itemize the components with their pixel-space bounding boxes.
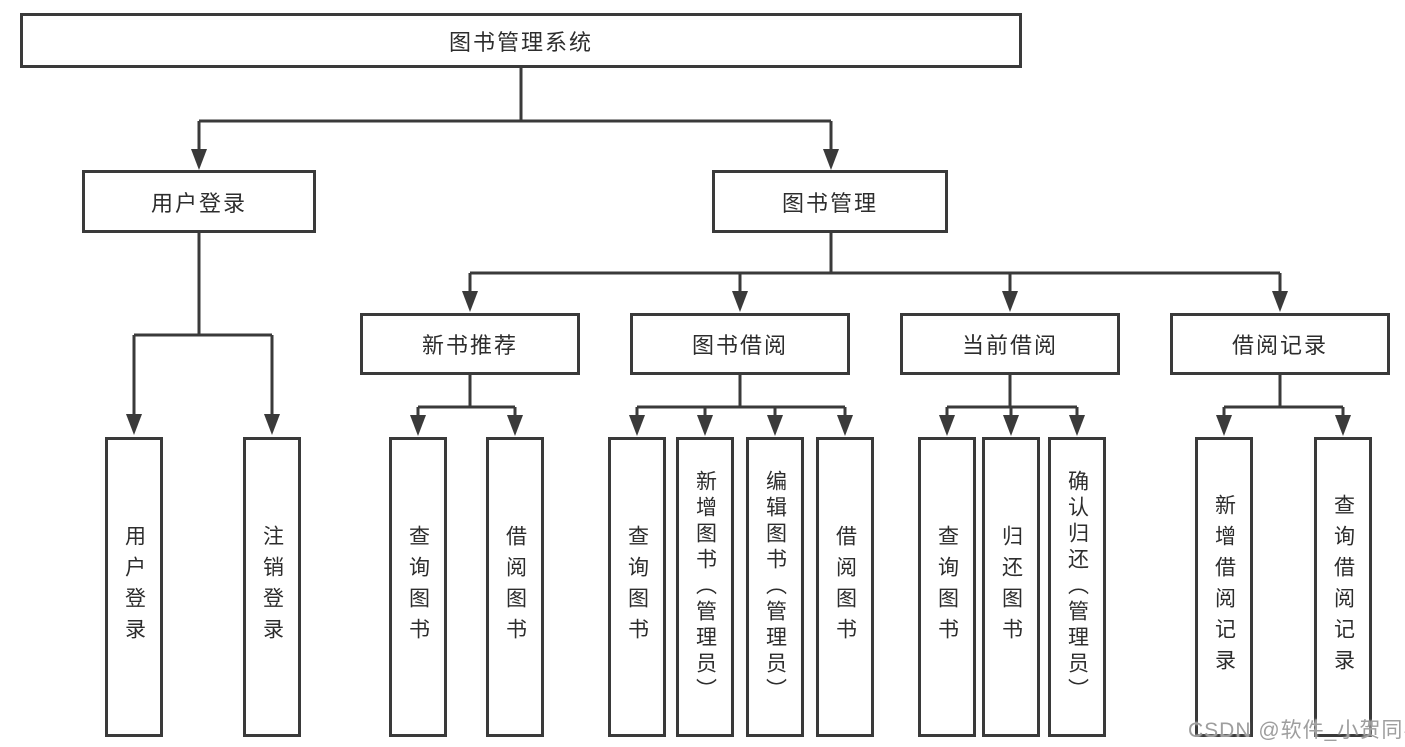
node-current-borrow: 当前借阅 <box>900 313 1120 375</box>
node-root-label: 图书管理系统 <box>448 29 593 55</box>
leaf-record-query-borrow-record: 查询借阅记录 <box>1314 437 1372 737</box>
leaf-newbook-query-book: 查询图书 <box>389 437 447 737</box>
node-user-login: 用户登录 <box>82 170 316 233</box>
leaf-current-query-book: 查询图书 <box>918 437 976 737</box>
node-new-book-recommend: 新书推荐 <box>360 313 580 375</box>
node-borrow-record-label: 借阅记录 <box>1231 333 1328 358</box>
leaf-record-add-borrow-record: 新增借阅记录 <box>1195 437 1253 737</box>
node-current-borrow-label: 当前借阅 <box>961 333 1058 358</box>
connector-root <box>191 68 839 170</box>
leaf-current-return-book: 归还图书 <box>982 437 1040 737</box>
connector-borrow-record <box>1216 375 1351 436</box>
connector-user-login <box>126 233 280 435</box>
connector-book-management <box>462 233 1288 312</box>
leaf-login-logout: 注销登录 <box>243 437 301 737</box>
node-book-management-label: 图书管理 <box>781 190 878 216</box>
leaf-borrow-add-book-admin: 新增图书（管理员） <box>676 437 734 737</box>
leaf-borrow-borrow-book: 借阅图书 <box>816 437 874 737</box>
node-borrow-record: 借阅记录 <box>1170 313 1390 375</box>
leaf-borrow-edit-book-admin: 编辑图书（管理员） <box>746 437 804 737</box>
leaf-current-confirm-return-admin: 确认归还（管理员） <box>1048 437 1106 737</box>
connector-book-borrow <box>629 375 853 436</box>
csdn-watermark: CSDN @软件_小贺同学 <box>1188 719 1405 742</box>
node-new-book-recommend-label: 新书推荐 <box>421 333 518 358</box>
node-root: 图书管理系统 <box>20 13 1022 68</box>
connector-current-borrow <box>939 375 1085 436</box>
leaf-login-user-login: 用户登录 <box>105 437 163 737</box>
leaf-newbook-borrow-book: 借阅图书 <box>486 437 544 737</box>
node-book-borrow: 图书借阅 <box>630 313 850 375</box>
node-book-borrow-label: 图书借阅 <box>691 333 788 358</box>
node-user-login-label: 用户登录 <box>150 190 247 216</box>
node-book-management: 图书管理 <box>712 170 948 233</box>
leaf-borrow-query-book: 查询图书 <box>608 437 666 737</box>
connector-new-book <box>410 375 523 436</box>
